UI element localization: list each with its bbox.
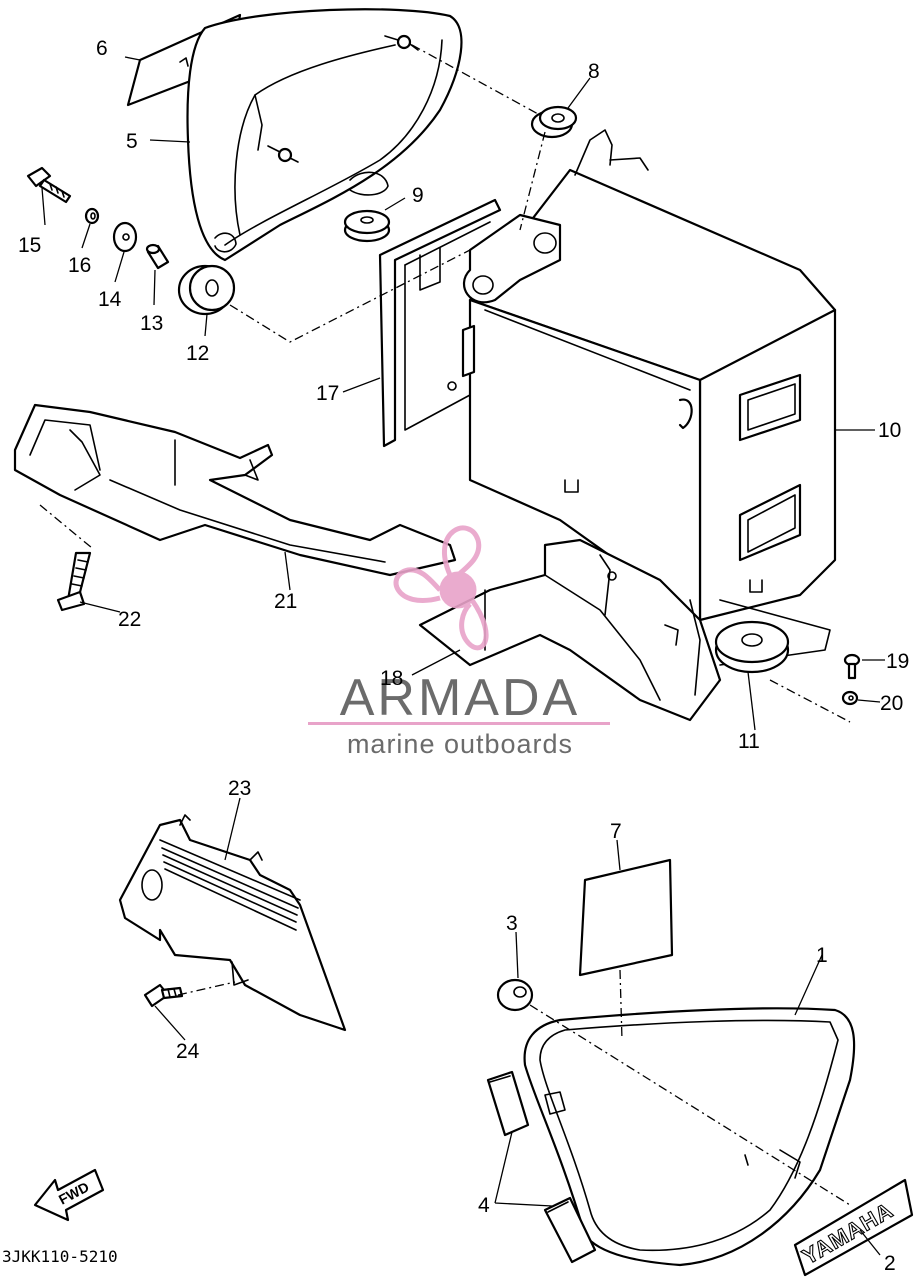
callout-3: 3 [506,912,518,935]
diagram-code: 3JKK110-5210 [2,1247,118,1266]
part-23-side-cover [118,814,347,1032]
callout-13: 13 [140,312,163,335]
callout-6: 6 [96,37,108,60]
part-5-upper-cover [186,8,463,262]
part-11-damper [714,620,790,674]
part-3-grommet [496,978,534,1012]
callout-17: 17 [316,382,339,405]
callout-11: 11 [738,730,760,753]
watermark-tagline: marine outboards [347,729,573,759]
callout-20: 20 [880,692,903,715]
part-24-bolt [143,983,184,1008]
part-15-bolt [26,166,72,204]
fwd-direction-arrow: FWD [33,1168,105,1222]
part-19-screw [843,653,861,680]
callout-14: 14 [98,288,122,311]
part-14-washer [112,221,138,253]
callout-24: 24 [176,1040,200,1063]
callout-7: 7 [610,820,622,843]
watermark-rule [308,722,610,725]
callout-22: 22 [118,608,141,631]
part-10-battery-box [463,129,837,622]
part-9-grommet [343,209,391,243]
part-16-washer [84,207,100,225]
callout-16: 16 [68,254,91,277]
propeller-logo-icon [393,525,489,651]
part-12-damper [177,264,236,316]
callout-23: 23 [228,777,251,800]
callout-21: 21 [274,590,297,613]
callout-8: 8 [588,60,600,83]
part-7-label [578,858,674,977]
armada-watermark: ARMADA marine outboards [308,525,610,759]
leader-lines [39,44,885,1256]
callout-10: 10 [878,419,901,442]
callout-12: 12 [186,342,209,365]
callout-5: 5 [126,130,138,153]
part-8-grommet [530,105,578,139]
part-4-pads [486,1070,597,1264]
part-13-collar [145,243,170,270]
callout-1: 1 [816,944,828,967]
callout-15: 15 [18,234,41,257]
callout-2: 2 [884,1252,896,1275]
callout-4: 4 [478,1194,490,1217]
part-17-bracket [378,198,502,448]
callout-19: 19 [886,650,909,673]
watermark-brand: ARMADA [340,669,580,727]
part-22-bolt [56,551,92,612]
callout-18: 18 [380,667,403,690]
part-21-bracket [13,403,457,577]
part-1-side-cover [523,1007,856,1267]
callout-9: 9 [412,184,424,207]
callout-numbers: 1 2 3 4 5 6 7 8 9 10 11 12 13 14 15 16 1… [18,37,909,1275]
part-20-washer [841,690,859,706]
